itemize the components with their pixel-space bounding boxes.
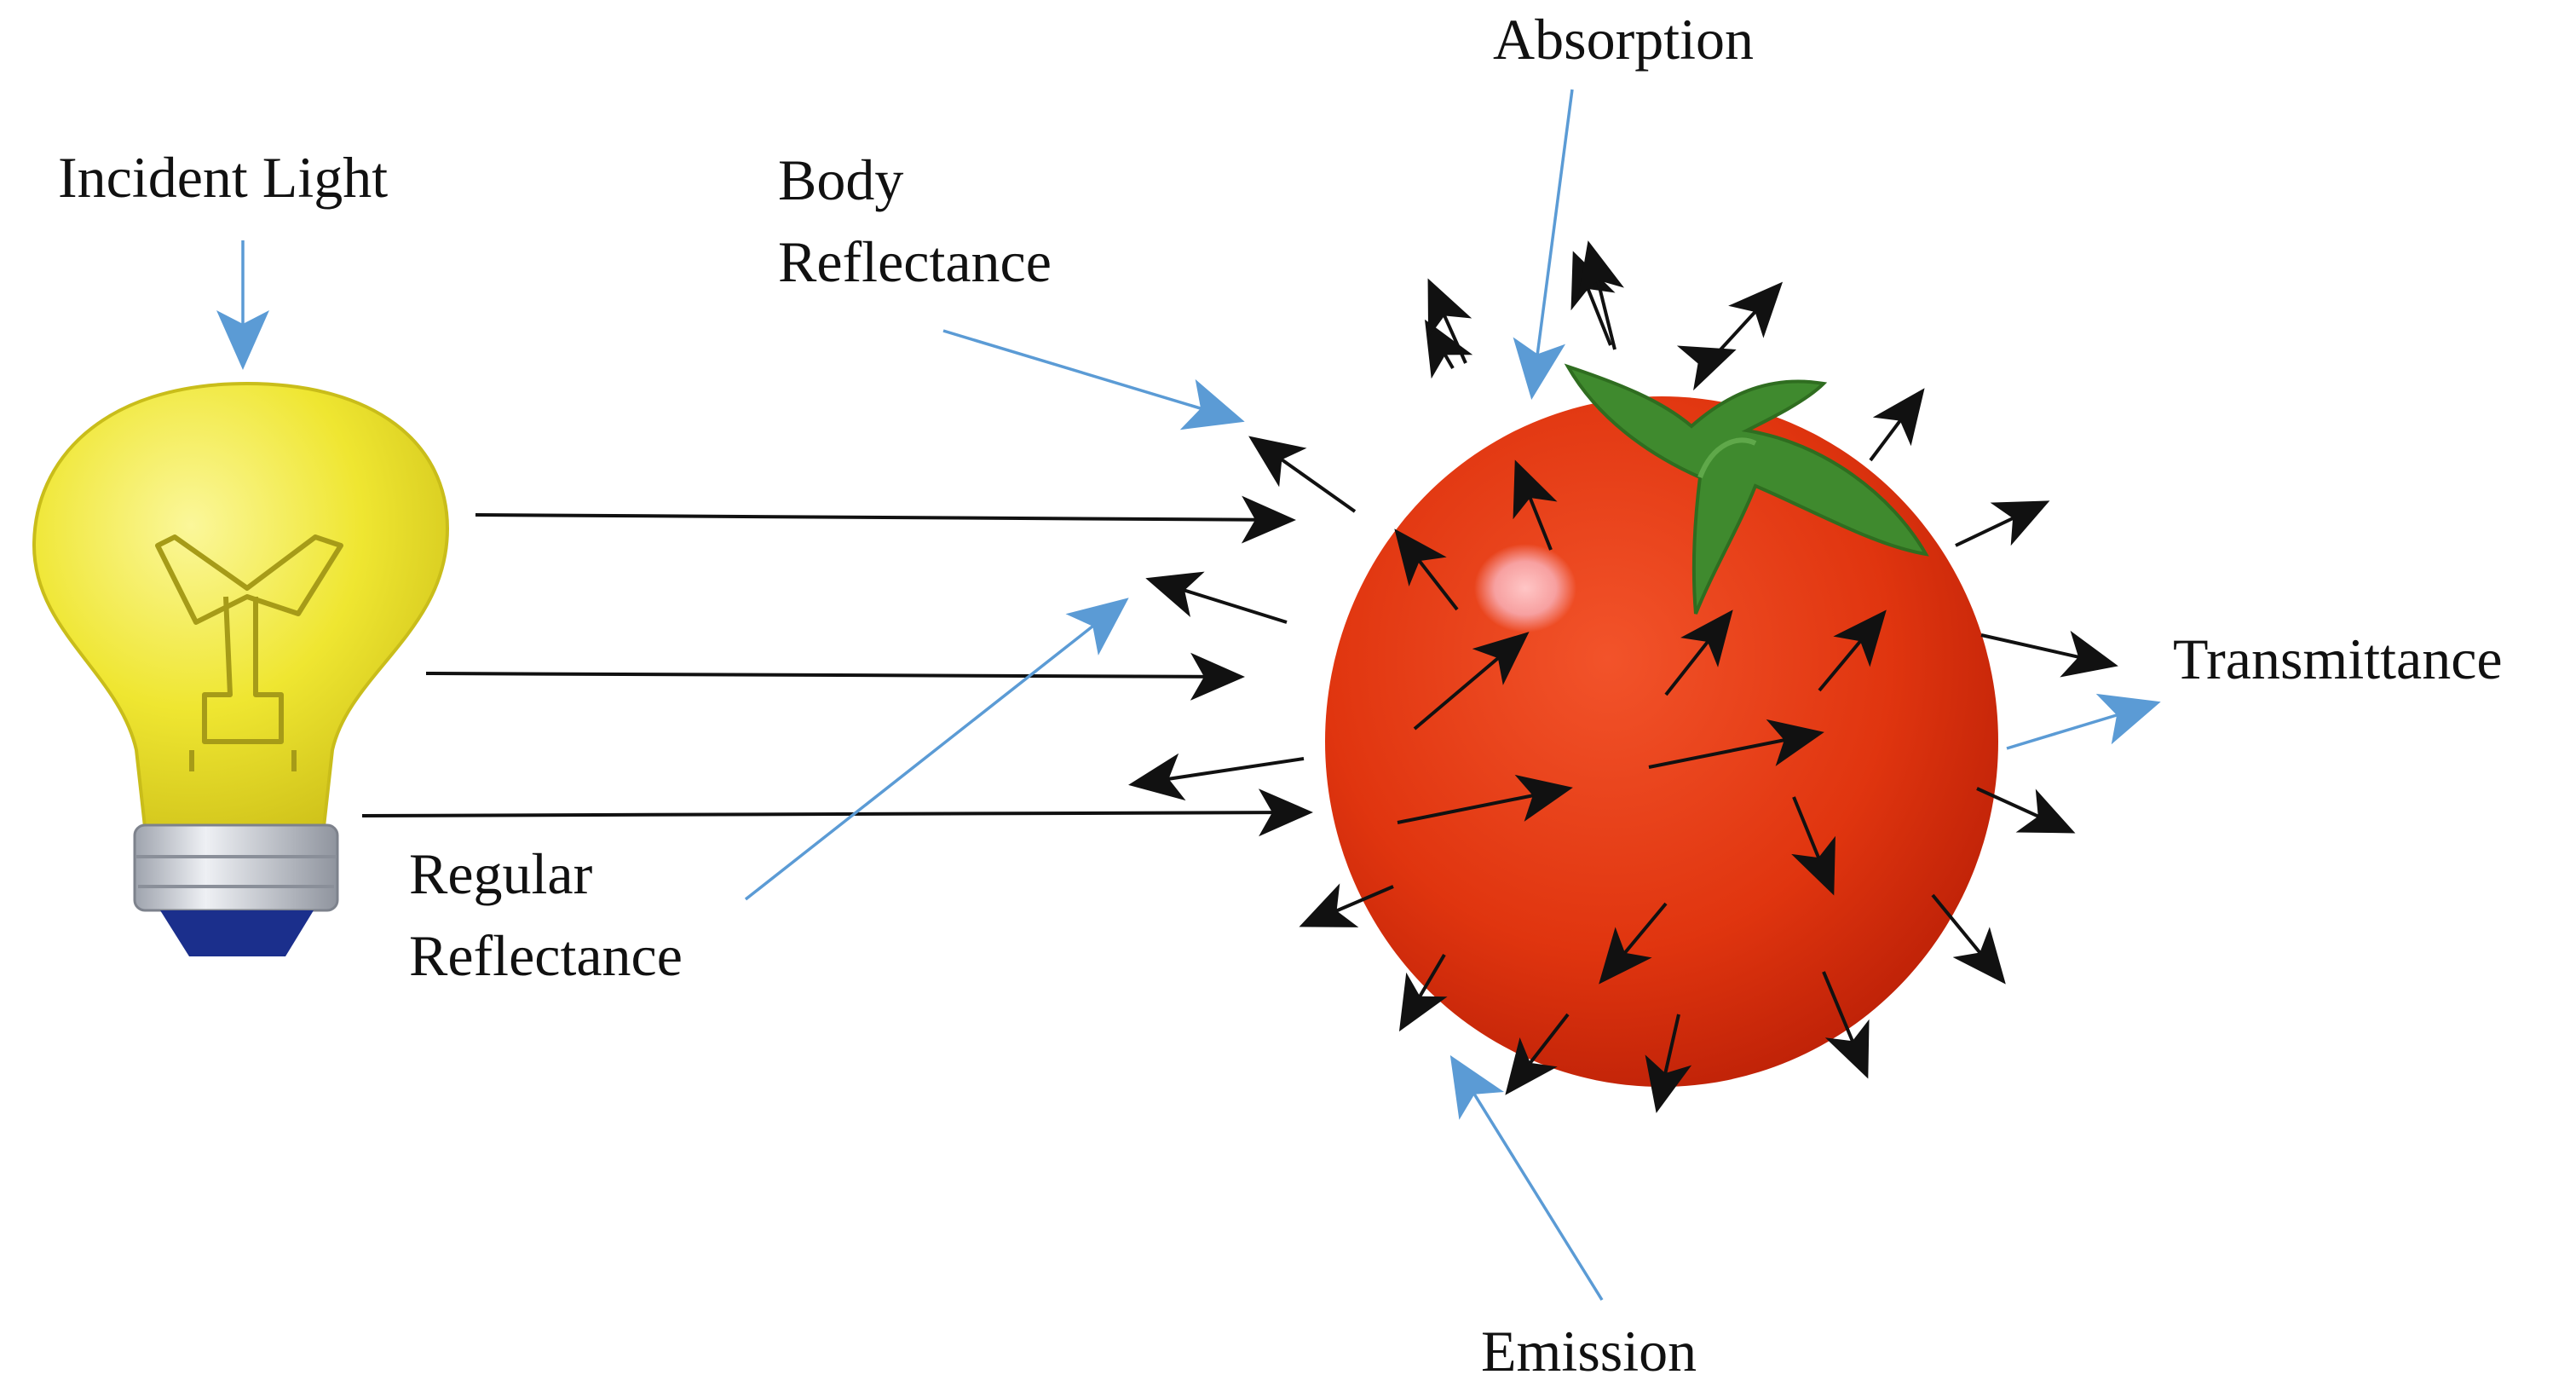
scatter-arrow: [1128, 753, 1305, 801]
incident-rays: [361, 495, 1313, 837]
body-reflectance-label-line-1: Body: [778, 147, 904, 212]
transmittance-pointer: [2006, 693, 2161, 750]
scatter-arrow: [1299, 883, 1394, 927]
scatter-arrow: [1145, 571, 1288, 624]
scatter-arrow: [1822, 971, 1870, 1079]
emission-pointer: [1449, 1054, 1604, 1301]
absorption-pointer: [1513, 89, 1574, 400]
scatter-arrow: [1869, 388, 1925, 462]
body-reflectance-pointer: [942, 329, 1245, 430]
body-reflectance-label-line-2: Reflectance: [778, 229, 1052, 294]
transmittance-label: Transmittance: [2173, 627, 2503, 691]
body-reflectance-label: Body Reflectance: [778, 139, 1052, 303]
scatter-arrow: [1394, 528, 1459, 611]
scatter-arrow: [1664, 609, 1733, 696]
incident-light-label: Incident Light: [58, 145, 389, 210]
scatter-arrow: [1505, 1013, 1570, 1095]
scatter-arrow: [1577, 240, 1625, 350]
regular-reflectance-pointer: [744, 598, 1129, 901]
scatter-arrow: [1791, 796, 1835, 896]
scatter-arrow: [1980, 630, 2118, 678]
scatter-arrow: [1599, 902, 1668, 985]
scatter-arrow: [1570, 251, 1616, 346]
light-bulb-icon: [32, 381, 450, 956]
scattered-light-arrows: [1128, 240, 2118, 1113]
scatter-arrow: [1818, 609, 1887, 692]
label-pointer-arrows: [216, 89, 2161, 1301]
scatter-arrow: [1931, 893, 2006, 985]
regular-reflectance-label-line-1: Regular: [409, 841, 593, 906]
absorption-label: Absorption: [1493, 7, 1754, 72]
incident-ray: [361, 788, 1313, 837]
scatter-arrow: [1645, 1014, 1692, 1113]
regular-reflectance-label: Regular Reflectance: [409, 833, 683, 996]
scatter-arrow: [1711, 281, 1784, 360]
regular-reflectance-label-line-2: Reflectance: [409, 923, 683, 988]
scatter-arrow: [1955, 500, 2050, 547]
scatter-arrow: [1976, 787, 2076, 834]
scatter-arrow: [1648, 719, 1824, 769]
tomato-icon: [1325, 363, 1998, 1087]
incident-ray: [475, 495, 1296, 544]
scatter-arrow: [1425, 319, 1473, 379]
incident-ray: [425, 652, 1245, 701]
scatter-arrow: [1398, 953, 1448, 1032]
scatter-arrow: [1413, 632, 1530, 731]
scatter-arrow: [1397, 774, 1573, 824]
scatter-arrow: [1427, 278, 1472, 364]
emission-label: Emission: [1481, 1319, 1697, 1383]
scatter-arrow: [1248, 436, 1357, 513]
scatter-arrow: [1676, 345, 1737, 391]
scatter-arrow: [1513, 459, 1558, 551]
